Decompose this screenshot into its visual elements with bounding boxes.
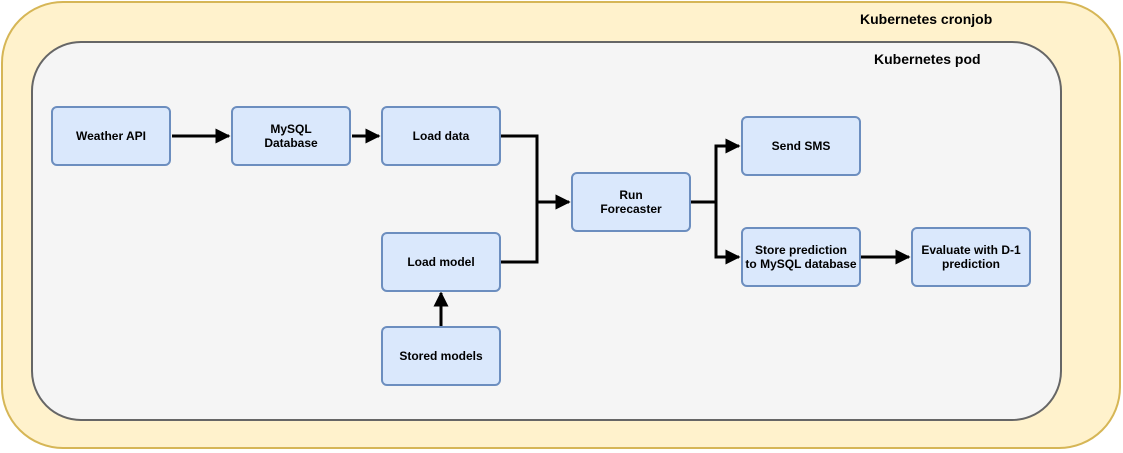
evaluate-node: Evaluate with D-1 prediction (911, 227, 1031, 287)
mysql-database-node: MySQL Database (231, 106, 351, 166)
store-prediction-node: Store prediction to MySQL database (741, 227, 861, 287)
pod-label: Kubernetes pod (874, 51, 981, 67)
send-sms-node: Send SMS (741, 116, 861, 176)
cronjob-label: Kubernetes cronjob (860, 11, 993, 27)
kubernetes-pod-container (31, 41, 1062, 421)
stored-models-node: Stored models (381, 326, 501, 386)
weather-api-node: Weather API (51, 106, 171, 166)
load-model-node: Load model (381, 232, 501, 292)
run-forecaster-node: Run Forecaster (571, 172, 691, 232)
load-data-node: Load data (381, 106, 501, 166)
